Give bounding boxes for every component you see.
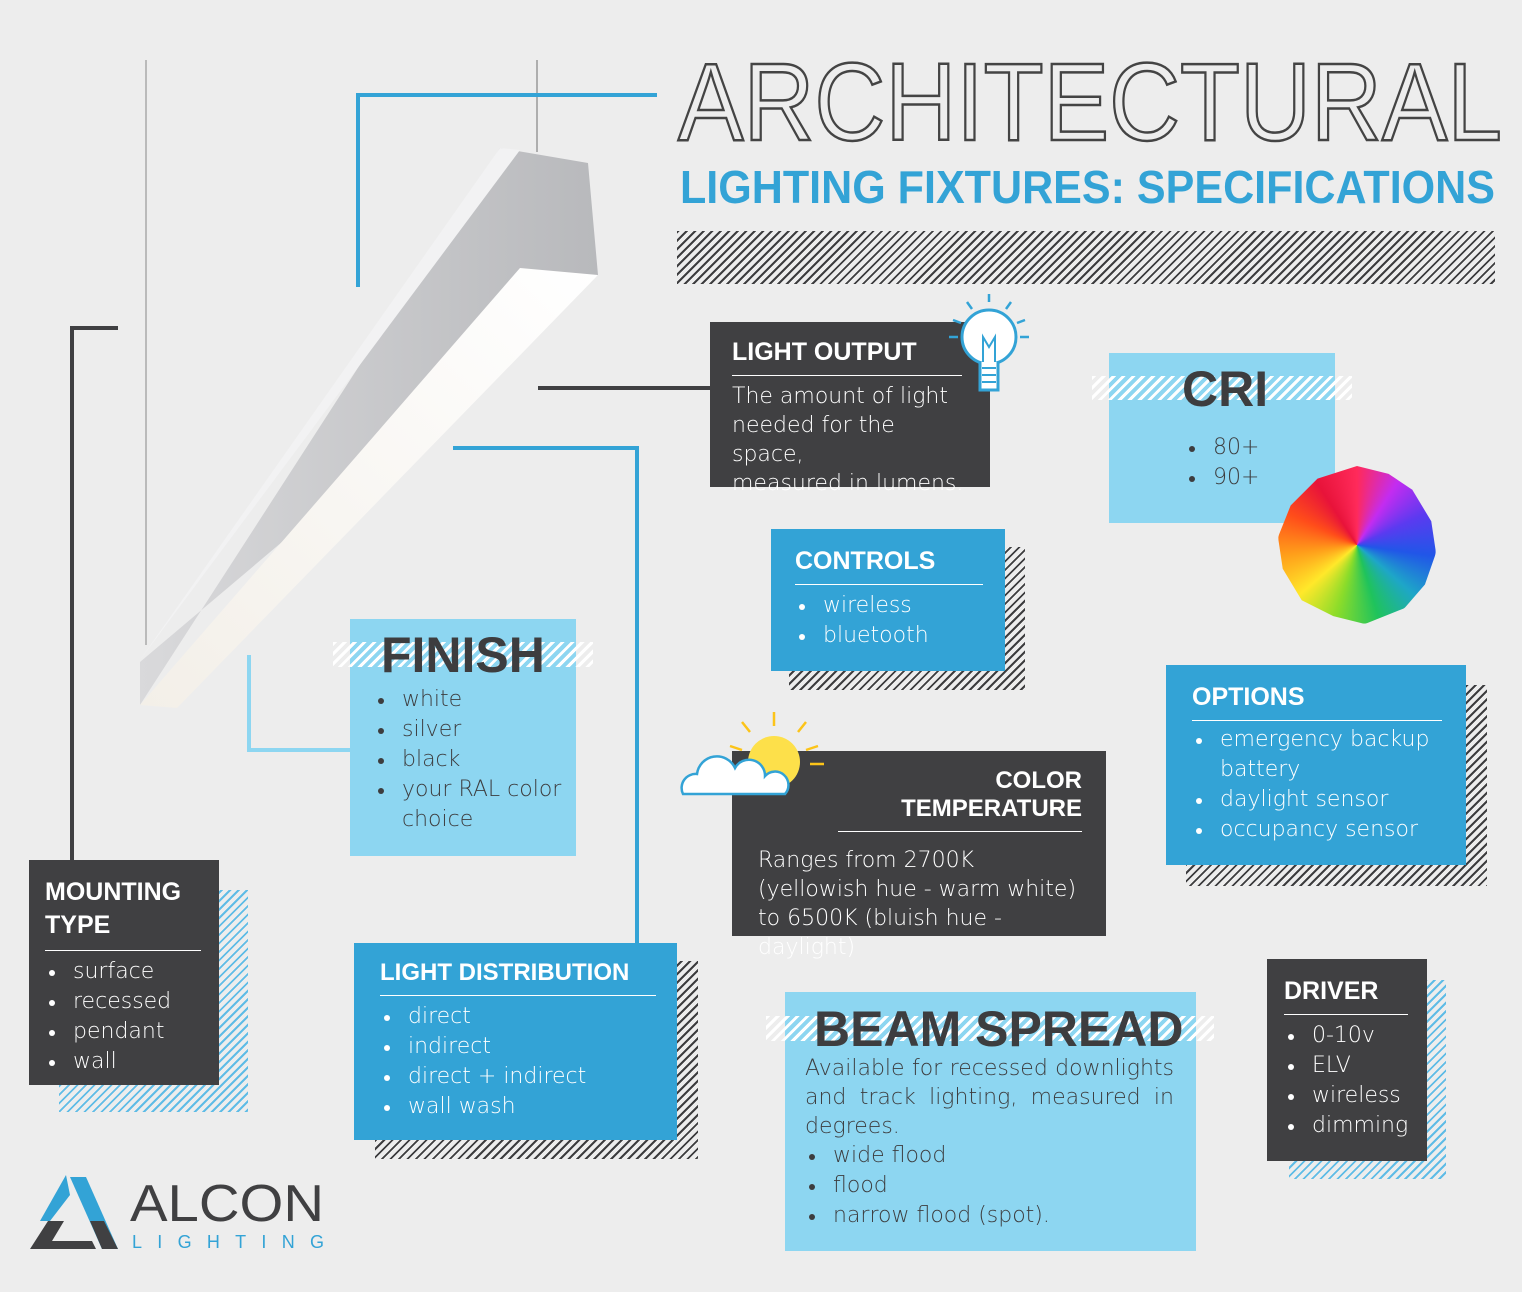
logo-triangle-icon (30, 1175, 118, 1249)
finish-item: silver (374, 715, 574, 745)
driver-item: ELV (1284, 1051, 1411, 1081)
light-output-title: LIGHT OUTPUT (732, 338, 962, 376)
driver-title: DRIVER (1284, 977, 1408, 1015)
cri-item: 90+ (1185, 463, 1259, 493)
beam-spread-item: flood (805, 1171, 1174, 1201)
controls-item: bluetooth (795, 621, 983, 651)
controls-title: CONTROLS (795, 547, 983, 585)
light-output-card: LIGHT OUTPUT The amount of light needed … (710, 322, 990, 496)
options-item: daylight sensor (1192, 785, 1442, 815)
light-output-body: measured in lumens. (732, 471, 964, 496)
driver-card: DRIVER 0-10v ELV wireless dimming (1267, 959, 1427, 1161)
header: ARCHITECTURAL LIGHTING FIXTURES: SPECIFI… (677, 50, 1504, 213)
mounting-type-item: surface (45, 957, 203, 987)
color-temperature-card: COLOR TEMPERATURE Ranges from 2700K (yel… (732, 751, 1106, 960)
alcon-lighting-logo: ALCON LIGHTING (30, 1175, 330, 1255)
mounting-type-title: MOUNTING TYPE (45, 876, 201, 951)
finish-item: white (374, 685, 574, 715)
logo-name: ALCON (130, 1175, 324, 1233)
controls-card: CONTROLS wireless bluetooth (771, 529, 1005, 671)
beam-spread-title: BEAM SPREAD (814, 1001, 1184, 1057)
finish-title-hatch (333, 642, 593, 667)
light-output-body: The amount of light (732, 384, 948, 409)
options-title: OPTIONS (1192, 683, 1442, 721)
cri-item: 80+ (1185, 433, 1259, 463)
light-distribution-title: LIGHT DISTRIBUTION (380, 959, 656, 996)
beam-spread-title-hatch (766, 1016, 1214, 1041)
light-distribution-card: LIGHT DISTRIBUTION direct indirect direc… (354, 943, 677, 1140)
color-temperature-body: Ranges from 2700K (yellowish hue - warm … (758, 848, 1077, 960)
light-distribution-item: wall wash (380, 1092, 655, 1122)
options-item: occupancy sensor (1192, 815, 1442, 845)
driver-item: wireless (1284, 1081, 1411, 1111)
cri-title: CRI (1182, 361, 1269, 417)
finish-title: FINISH (381, 627, 545, 683)
cri-title-hatch (1092, 376, 1352, 400)
mounting-type-item: pendant (45, 1017, 203, 1047)
driver-item: dimming (1284, 1111, 1411, 1141)
lightbulb-icon (949, 294, 1029, 392)
light-distribution-item: direct + indirect (380, 1062, 655, 1092)
options-item: emergency backup battery (1192, 725, 1442, 785)
mounting-type-item: wall (45, 1047, 203, 1077)
beam-spread-item: wide flood (805, 1141, 1174, 1171)
controls-item: wireless (795, 591, 983, 621)
header-hatch-divider (677, 231, 1495, 284)
mounting-type-card: MOUNTING TYPE surface recessed pendant w… (29, 860, 219, 1085)
beam-spread-body: Available for recessed downlights and tr… (805, 1056, 1174, 1139)
driver-item: 0-10v (1284, 1021, 1411, 1051)
finish-item: your RAL color choice (374, 775, 574, 835)
page-subtitle: LIGHTING FIXTURES: SPECIFICATIONS (680, 161, 1495, 213)
light-distribution-item: direct (380, 1002, 655, 1032)
sun-cloud-icon (680, 712, 824, 796)
page-title: ARCHITECTURAL (678, 50, 1502, 164)
beam-spread-item: narrow flood (spot). (805, 1201, 1174, 1231)
finish-item: black (374, 745, 574, 775)
light-output-body: needed for the space, (732, 413, 895, 467)
options-card: OPTIONS emergency backup battery dayligh… (1166, 665, 1466, 865)
light-distribution-item: indirect (380, 1032, 655, 1062)
mounting-type-item: recessed (45, 987, 203, 1017)
color-temperature-title: COLOR TEMPERATURE (838, 767, 1082, 832)
logo-tagline: LIGHTING (132, 1232, 324, 1252)
color-sphere-icon (1278, 466, 1436, 624)
